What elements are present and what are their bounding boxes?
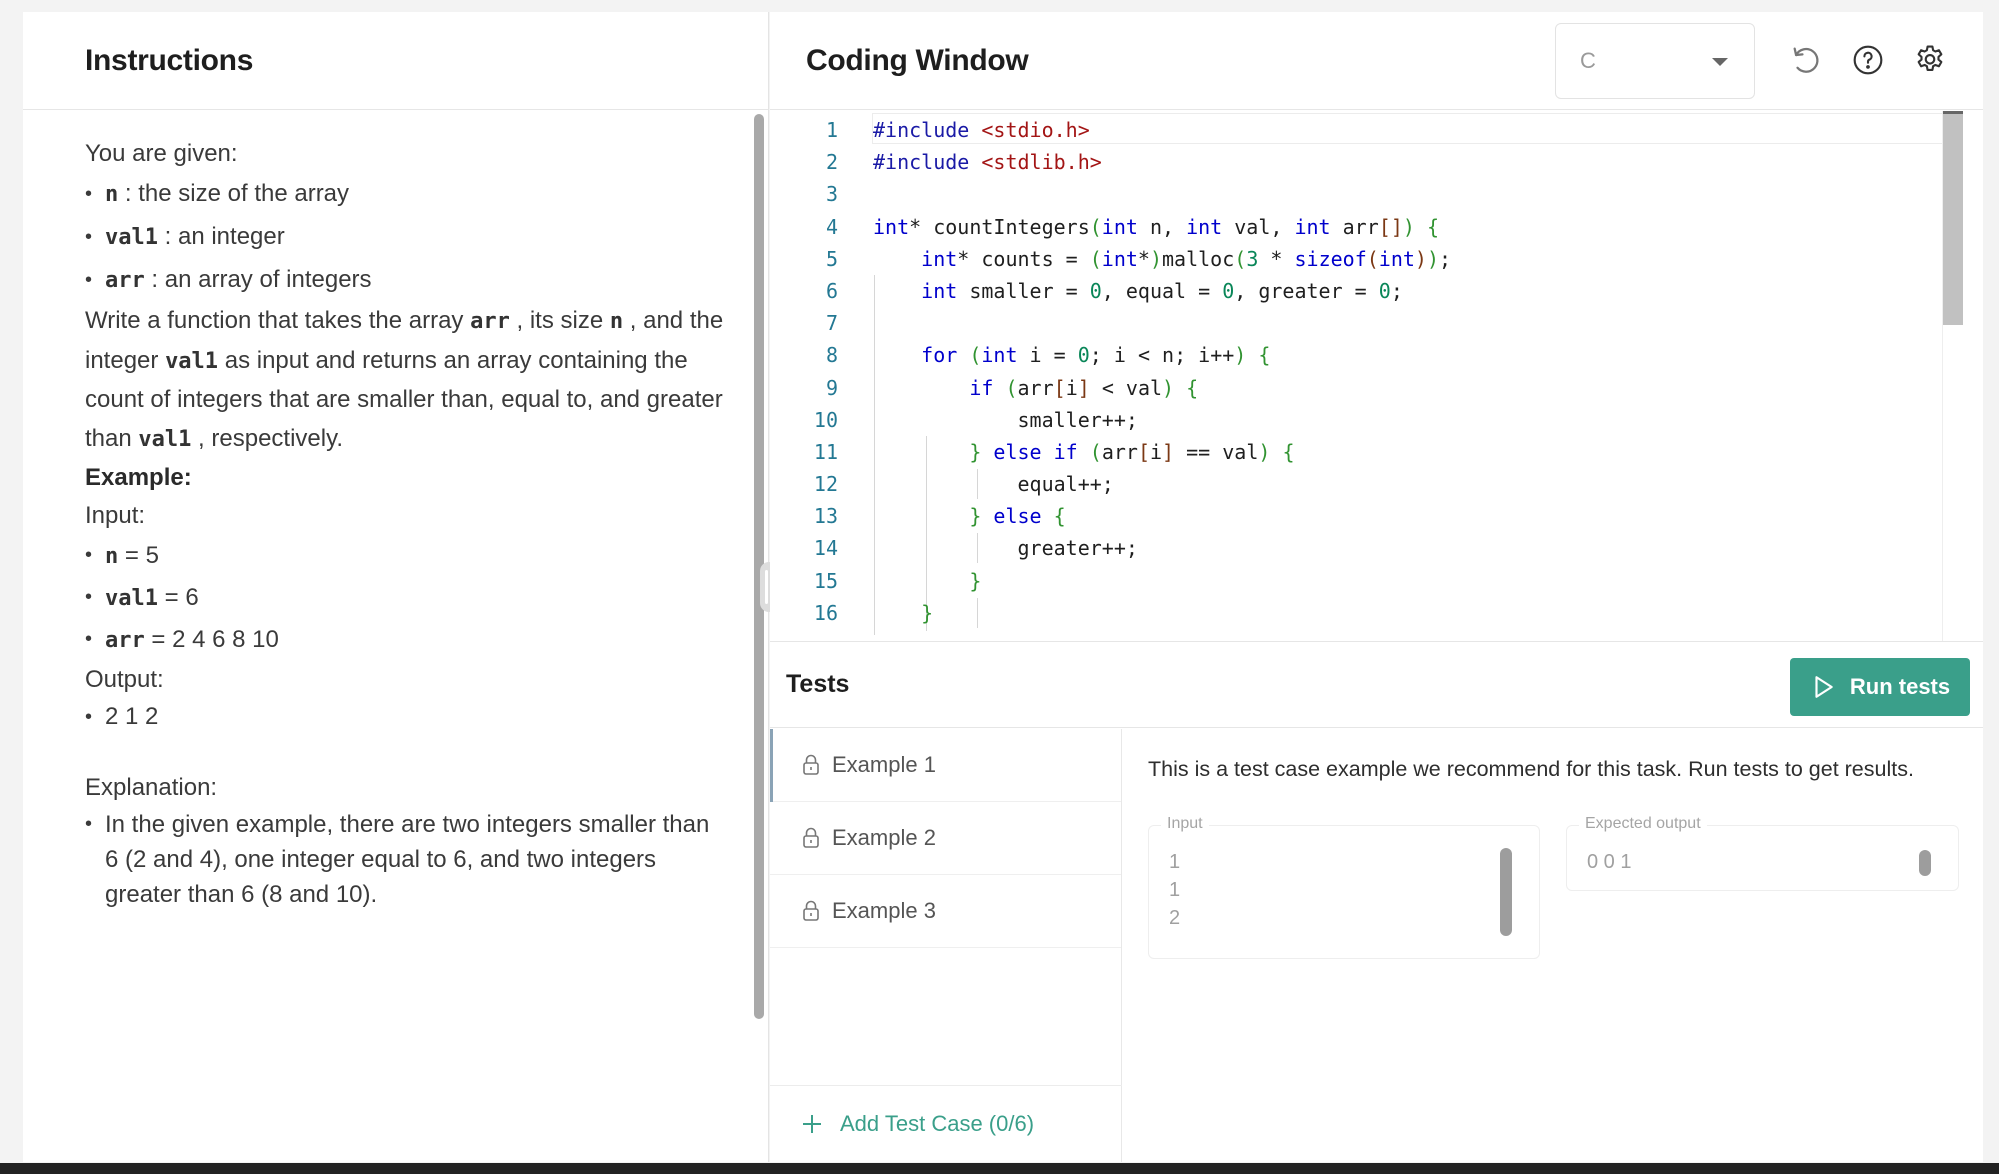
test-item-example-1[interactable]: Example 1 <box>770 729 1121 802</box>
code-editor[interactable]: 1 2 3 4 5 6 7 8 9 10 11 12 13 14 15 16 #… <box>770 111 1983 641</box>
input-label: Input: <box>85 502 146 529</box>
example-input-list: n = 5 val1 = 6 arr = 2 4 6 8 10 <box>85 535 728 661</box>
coding-window-title: Coding Window <box>806 43 1029 77</box>
instructions-body: You are given: n : the size of the array… <box>23 111 768 1162</box>
editor-scrollbar[interactable] <box>1943 111 1963 325</box>
instructions-header: Instructions <box>23 12 768 110</box>
code-content[interactable]: #include <stdio.h> #include <stdlib.h> i… <box>873 111 1451 629</box>
coding-window-panel: Coding Window C 1 <box>770 12 1983 1162</box>
given-item: n : the size of the array <box>85 173 728 216</box>
expected-output-scrollbar[interactable] <box>1919 850 1931 876</box>
help-icon[interactable] <box>1850 42 1886 78</box>
input-scrollbar[interactable] <box>1500 848 1512 936</box>
expected-output-field[interactable]: Expected output 0 0 1 <box>1566 815 1959 891</box>
plus-icon <box>803 1115 821 1133</box>
line-number-gutter: 1 2 3 4 5 6 7 8 9 10 11 12 13 14 15 16 <box>813 118 838 625</box>
test-item-example-3[interactable]: Example 3 <box>770 875 1121 948</box>
lock-icon <box>803 827 819 848</box>
code-line: } else if (arr[i] == val) { <box>969 439 1295 464</box>
example-heading: Example: <box>85 464 192 491</box>
code-line: for (int i = 0; i < n; i++) { <box>921 343 1271 368</box>
chevron-down-icon <box>1712 58 1728 66</box>
input-field-label: Input <box>1161 815 1209 833</box>
play-icon <box>1815 676 1833 698</box>
expected-output-label: Expected output <box>1579 815 1707 833</box>
input-item: arr = 2 4 6 8 10 <box>85 619 728 661</box>
instructions-panel: Instructions You are given: n : the size… <box>23 12 769 1162</box>
reset-icon[interactable] <box>1788 42 1824 78</box>
code-line: int* counts = (int*)malloc(3 * sizeof(in… <box>921 246 1452 271</box>
instructions-title: Instructions <box>85 43 254 77</box>
code-line: equal++; <box>873 472 1114 497</box>
code-line: } <box>969 568 982 593</box>
explanation-label: Explanation: <box>85 774 218 801</box>
code-line: smaller++; <box>873 407 1138 432</box>
description: Write a function that takes the array ar… <box>85 307 724 452</box>
given-item: arr : an array of integers <box>85 259 728 302</box>
code-line: } <box>921 600 934 625</box>
code-line: } else { <box>969 504 1066 529</box>
instructions-scrollbar[interactable] <box>754 114 764 1019</box>
example-output-list: 2 1 2 <box>85 699 728 735</box>
test-note: This is a test case example we recommend… <box>1148 757 1914 781</box>
tests-header: Tests Run tests <box>770 642 1983 728</box>
input-item: n = 5 <box>85 535 728 577</box>
expected-output-value: 0 0 1 <box>1587 851 1632 873</box>
explanation-item: In the given example, there are two inte… <box>85 807 728 912</box>
gear-icon[interactable] <box>1912 42 1948 78</box>
test-detail: This is a test case example we recommend… <box>1123 729 1983 1162</box>
given-list: n : the size of the array val1 : an inte… <box>85 173 728 302</box>
test-item-example-2[interactable]: Example 2 <box>770 802 1121 875</box>
tests-sidebar: Example 1 Example 2 Example 3 Add Test C… <box>770 729 1122 1162</box>
language-select[interactable]: C <box>1555 23 1755 99</box>
given-item: val1 : an integer <box>85 216 728 259</box>
code-line: #include <stdlib.h> <box>873 150 1102 175</box>
input-field-value: 1 1 2 <box>1169 851 1181 929</box>
explanation-list: In the given example, there are two inte… <box>85 807 728 912</box>
lock-icon <box>803 754 819 775</box>
coding-window-header: Coding Window C <box>770 12 1983 110</box>
code-line: if (arr[i] < val) { <box>969 375 1199 400</box>
code-line <box>873 307 1451 339</box>
code-line: greater++; <box>873 536 1138 561</box>
lock-icon <box>803 900 819 921</box>
code-line <box>873 178 1451 210</box>
test-input-field[interactable]: Input 1 1 2 <box>1148 815 1540 959</box>
add-test-case-button[interactable]: Add Test Case (0/6) <box>770 1085 1122 1162</box>
input-item: val1 = 6 <box>85 577 728 619</box>
intro-text: You are given: <box>85 140 238 167</box>
code-line: #include <stdio.h> <box>873 118 1090 142</box>
tests-title: Tests <box>786 670 850 698</box>
language-value: C <box>1580 48 1596 73</box>
output-item: 2 1 2 <box>85 699 728 735</box>
run-tests-button[interactable]: Run tests <box>1790 658 1970 716</box>
code-line: int smaller = 0, equal = 0, greater = 0; <box>921 278 1403 303</box>
code-line: int* countIntegers(int n, int val, int a… <box>873 214 1439 239</box>
output-label: Output: <box>85 666 164 693</box>
